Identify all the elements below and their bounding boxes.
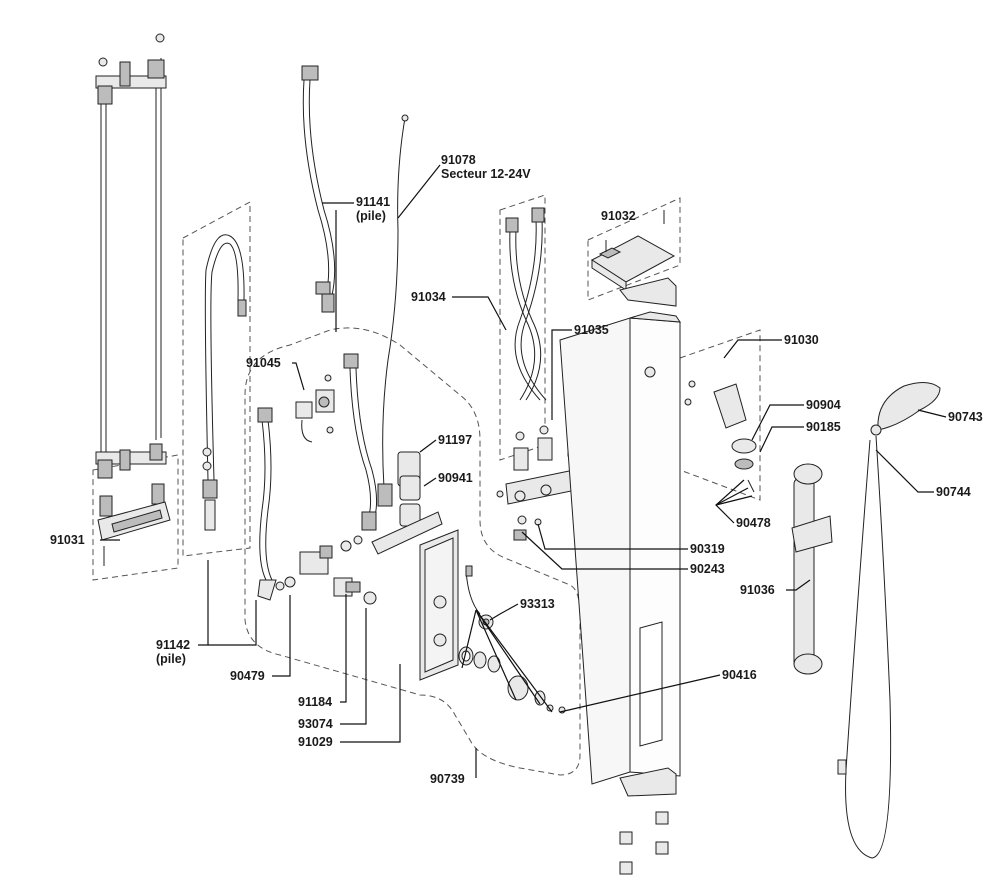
label-91184: 91184 — [298, 695, 332, 709]
label-91030: 91030 — [784, 333, 819, 347]
fixing-clips — [619, 811, 669, 875]
control-plate — [419, 529, 481, 681]
label-90743: 90743 — [948, 410, 983, 424]
label-90185: 90185 — [806, 420, 841, 434]
group-outline-mixer-91029 — [244, 327, 581, 776]
shower-column-body — [559, 311, 681, 785]
solenoid-valve-91045 — [295, 374, 335, 443]
label-91141: 91141 — [356, 195, 390, 209]
shower-head-mount-91030 — [684, 380, 757, 493]
internal-hoses — [257, 353, 378, 601]
slide-bar-91036 — [791, 463, 833, 675]
label-91029: 91029 — [298, 735, 333, 749]
leader-lines — [100, 164, 947, 778]
label-90319: 90319 — [690, 542, 725, 556]
label-93074: 93074 — [298, 717, 333, 731]
label-pile-2: (pile) — [156, 652, 186, 666]
label-93313: 93313 — [520, 597, 555, 611]
group-outline-panel-91030 — [679, 329, 761, 501]
seal-set-90739 — [458, 646, 566, 714]
label-91142: 91142 — [156, 638, 190, 652]
mixer-body-91029 — [275, 535, 377, 605]
label-90941: 90941 — [438, 471, 473, 485]
rigid-riser-kit — [95, 33, 171, 566]
label-90739: 90739 — [430, 772, 465, 786]
label-91031: 91031 — [50, 533, 85, 547]
label-90904: 90904 — [806, 398, 841, 412]
sensor-93313 — [465, 565, 494, 630]
label-90478: 90478 — [736, 516, 771, 530]
label-90479: 90479 — [230, 669, 265, 683]
label-91045: 91045 — [246, 356, 281, 370]
electronics-module — [371, 451, 443, 555]
label-91035: 91035 — [574, 323, 609, 337]
label-90744: 90744 — [936, 485, 971, 499]
flexible-hose-91141 — [301, 65, 336, 313]
group-outline-hose-91142 — [182, 201, 251, 557]
valve-hoses-91034 — [505, 207, 549, 441]
flexible-hose-91142 — [202, 234, 247, 531]
label-pile-1: (pile) — [356, 209, 386, 223]
group-outline-bracket-91031 — [92, 454, 179, 581]
label-91197: 91197 — [438, 433, 472, 447]
label-91036: 91036 — [740, 583, 775, 597]
label-91078: 91078 — [441, 153, 476, 167]
label-secteur: Secteur 12-24V — [441, 167, 531, 181]
group-outline-valve-91034 — [499, 194, 546, 461]
label-90243: 90243 — [690, 562, 725, 576]
label-90416: 90416 — [722, 668, 757, 682]
top-cover-91032 — [591, 210, 677, 797]
label-91034: 91034 — [411, 290, 446, 304]
label-91032: 91032 — [601, 209, 636, 223]
hand-shower-90743 — [837, 382, 941, 859]
mains-cable-91078 — [382, 114, 409, 489]
